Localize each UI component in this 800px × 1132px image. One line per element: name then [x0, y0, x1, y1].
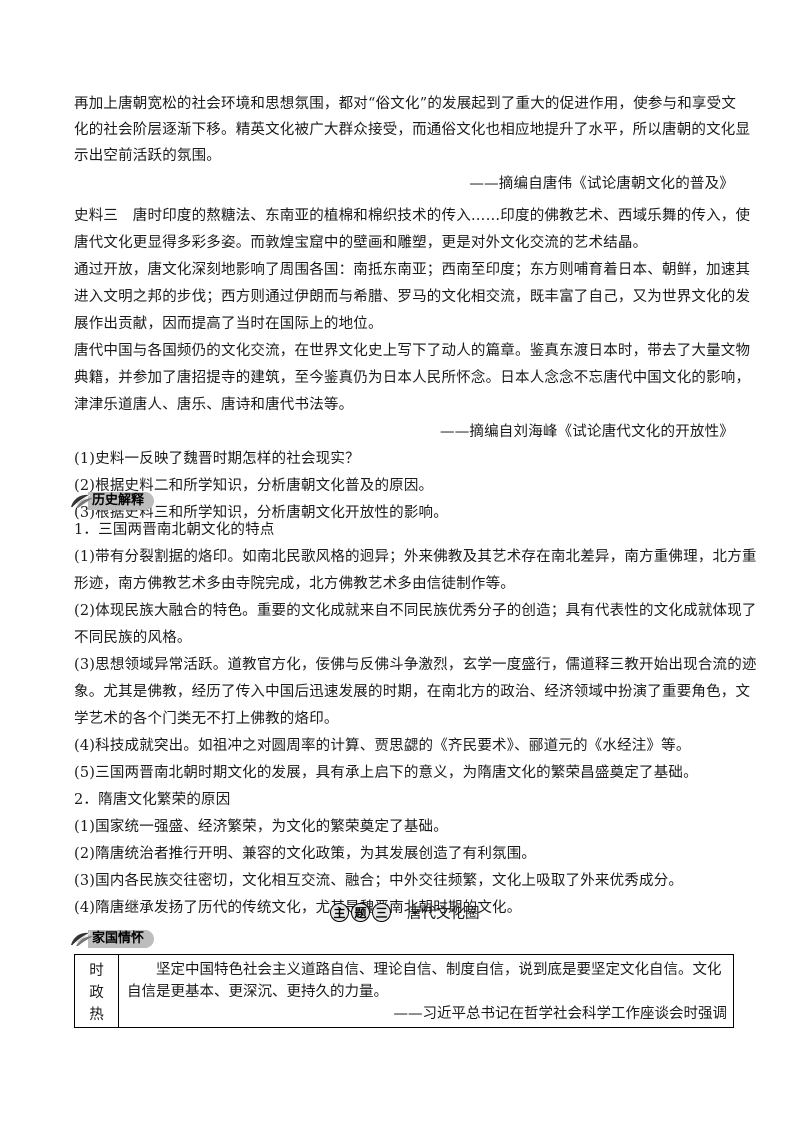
side-char: 热 [89, 1006, 104, 1023]
paragraph-line: 史料三 唐时印度的熬糖法、东南亚的植棉和棉织技术的传入……印度的佛教艺术、西域乐… [74, 208, 751, 224]
point-heading: 1．三国两晋南北朝文化的特点 [74, 522, 275, 538]
box-quote: 坚定中国特色社会主义道路自信、理论自信、制度自信，说到底是要坚定文化自信。文化自… [127, 962, 722, 1000]
paragraph-line: 学艺术的各个门类无不打上佛教的烙印。 [74, 711, 339, 727]
paragraph-line: 化的社会阶层逐渐下移。精英文化被广大群众接受，而通俗文化也相应地提升了水平，所以… [74, 122, 751, 138]
topic-mark: 主 [330, 902, 349, 922]
paragraph-line: (3)思想领域异常活跃。道教官方化，佞佛与反佛斗争激烈，玄学一度盛行，儒道释三教… [74, 657, 757, 673]
paragraph-line: (2)隋唐统治者推行开明、兼容的文化政策，为其发展创造了有利氛围。 [74, 846, 537, 862]
box-source: ——习近平总书记在哲学社会科学工作座谈会时强调 [393, 1006, 728, 1022]
citation-liu-haifeng: ——摘编自刘海峰《试论唐代文化的开放性》 [440, 424, 734, 440]
section-label: 历史解释 [88, 492, 155, 510]
side-char: 时 [89, 962, 104, 979]
paragraph-line: 示出空前活跃的氛围。 [74, 148, 221, 164]
paragraph-line: (4)科技成就突出。如祖冲之对圆周率的计算、贾思勰的《齐民要术》、郦道元的《水经… [74, 738, 691, 754]
citation-tang-wei: ——摘编自唐伟《试论唐朝文化的普及》 [469, 176, 734, 192]
paragraph-line: 典籍，并参加了唐招提寺的建筑，至今鉴真仍为日本人民所怀念。日本人念念不忘唐代中国… [74, 370, 751, 386]
paragraph-line: 象。尤其是佛教，经历了传入中国后迅速发展的时期，在南北方的政治、经济领域中扮演了… [74, 684, 751, 700]
leaf-icon [68, 492, 94, 510]
paragraph-line: (1)国家统一强盛、经济繁荣，为文化的繁荣奠定了基础。 [74, 819, 448, 835]
topic-mark: 题 [351, 902, 370, 922]
leaf-icon [68, 930, 94, 948]
paragraph-line: 再加上唐朝宽松的社会环境和思想氛围，都对“俗文化”的发展起到了重大的促进作用，使… [74, 96, 737, 112]
paragraph-line: 展作出贡献，因而提高了当时在国际上的地位。 [74, 316, 383, 332]
section-label: 家国情怀 [88, 930, 155, 948]
topic-title: 主 题 三 唐代文化圈 [330, 902, 480, 922]
section-header-history: 历史解释 [68, 492, 155, 512]
side-char: 政 [89, 984, 104, 1001]
point-heading: 2．隋唐文化繁荣的原因 [74, 792, 231, 808]
current-affairs-box: 时 政 热 坚定中国特色社会主义道路自信、理论自信、制度自信，说到底是要坚定文化… [74, 954, 734, 1028]
question-2: (2)根据史料二和所学知识，分析唐朝文化普及的原因。 [74, 478, 434, 494]
paragraph-line: 津津乐道唐人、唐乐、唐诗和唐代书法等。 [74, 397, 354, 413]
paragraph-line: (1)带有分裂割据的烙印。如南北民歌风格的迥异；外来佛教及其艺术存在南北差异，南… [74, 549, 757, 565]
paragraph-line: (4)隋唐继承发扬了历代的传统文化，尤其是魏晋南北朝时期的文化。 [74, 900, 522, 916]
paragraph-line: 不同民族的风格。 [74, 630, 192, 646]
paragraph-line: (5)三国两晋南北朝时期文化的发展，具有承上启下的意义，为隋唐文化的繁荣昌盛奠定… [74, 765, 698, 781]
topic-title-text: 唐代文化圈 [407, 905, 480, 922]
paragraph-line: 进入文明之邦的步伐；西方则通过伊朗而与希腊、罗马的文化相交流，既丰富了自己，又为… [74, 289, 751, 305]
box-side-label: 时 政 热 [75, 955, 119, 1027]
paragraph-line: 形迹，南方佛教艺术多由寺院完成，北方佛教艺术多由信徒制作等。 [74, 576, 515, 592]
question-3: (3)根据史料三和所学知识，分析唐朝文化开放性的影响。 [74, 505, 448, 521]
section-header-homeland: 家国情怀 [68, 930, 155, 950]
topic-mark: 三 [372, 902, 391, 922]
paragraph-line: (3)国内各民族交往密切，文化相互交流、融合；中外交往频繁，文化上吸取了外来优秀… [74, 873, 684, 889]
paragraph-line: 唐代文化更显得多彩多姿。而敦煌宝窟中的壁画和雕塑，更是对外文化交流的艺术结晶。 [74, 235, 648, 251]
paragraph-line: (2)体现民族大融合的特色。重要的文化成就来自不同民族优秀分子的创造；具有代表性… [74, 603, 757, 619]
question-1: (1)史料一反映了魏晋时期怎样的社会现实？ [74, 451, 360, 467]
paragraph-line: 通过开放，唐文化深刻地影响了周围各国：南抵东南亚；西南至印度；东方则哺育着日本、… [74, 262, 751, 278]
paragraph-line: 唐代中国与各国频仍的文化交流，在世界文化史上写下了动人的篇章。鉴真东渡日本时，带… [74, 343, 751, 359]
